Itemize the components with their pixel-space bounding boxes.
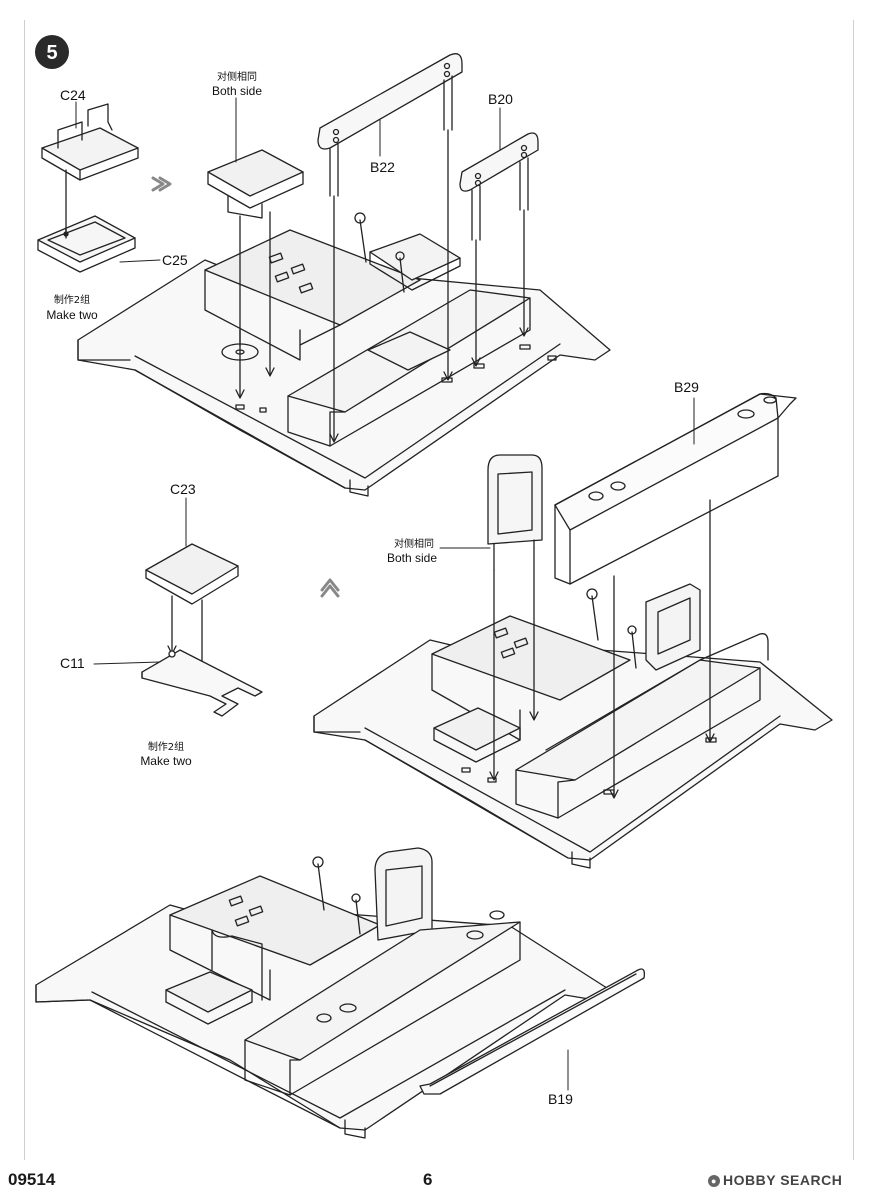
label-both-side-cn-2: 对侧相同 (394, 537, 434, 550)
label-c24: C24 (60, 87, 86, 103)
part-b19 (419, 968, 646, 1095)
label-make-two-en-1: Make two (46, 308, 98, 322)
subassembly-c23-c11 (141, 543, 263, 717)
product-code: 09514 (8, 1170, 56, 1189)
main-assembly-1 (77, 212, 611, 497)
page-number: 6 (423, 1170, 433, 1189)
label-c23: C23 (170, 481, 196, 497)
assembled-seat-floating (207, 149, 304, 399)
label-both-side-cn-1: 对侧相同 (217, 70, 257, 83)
label-make-two-cn-2: 制作2组 (148, 740, 184, 753)
label-b22: B22 (370, 159, 395, 175)
step-number: 5 (46, 42, 57, 64)
label-make-two-en-2: Make two (140, 754, 192, 768)
page-border (24, 20, 854, 1160)
part-b22 (317, 53, 463, 443)
label-b19: B19 (548, 1091, 573, 1107)
watermark: ●HOBBY SEARCH (708, 1172, 842, 1188)
direction-arrow-1 (151, 176, 172, 192)
step-badge: 5 (35, 35, 69, 69)
leader-lines (75, 97, 695, 665)
part-b29 (554, 392, 797, 799)
label-c25: C25 (162, 252, 188, 268)
main-assembly-2 (313, 583, 833, 869)
seat-back-floating (487, 454, 543, 781)
subassembly-c24-c25 (37, 103, 139, 273)
watermark-logo-icon: ● (708, 1175, 720, 1187)
label-both-side-en-2: Both side (387, 551, 437, 565)
main-assembly-3 (35, 847, 611, 1139)
label-both-side-en-1: Both side (212, 84, 262, 98)
direction-arrow-2 (320, 578, 340, 598)
watermark-text: HOBBY SEARCH (723, 1172, 843, 1188)
part-b20 (459, 132, 539, 367)
label-b20: B20 (488, 91, 513, 107)
label-b29: B29 (674, 379, 699, 395)
label-make-two-cn-1: 制作2组 (54, 293, 90, 306)
label-c11: C11 (60, 655, 85, 671)
